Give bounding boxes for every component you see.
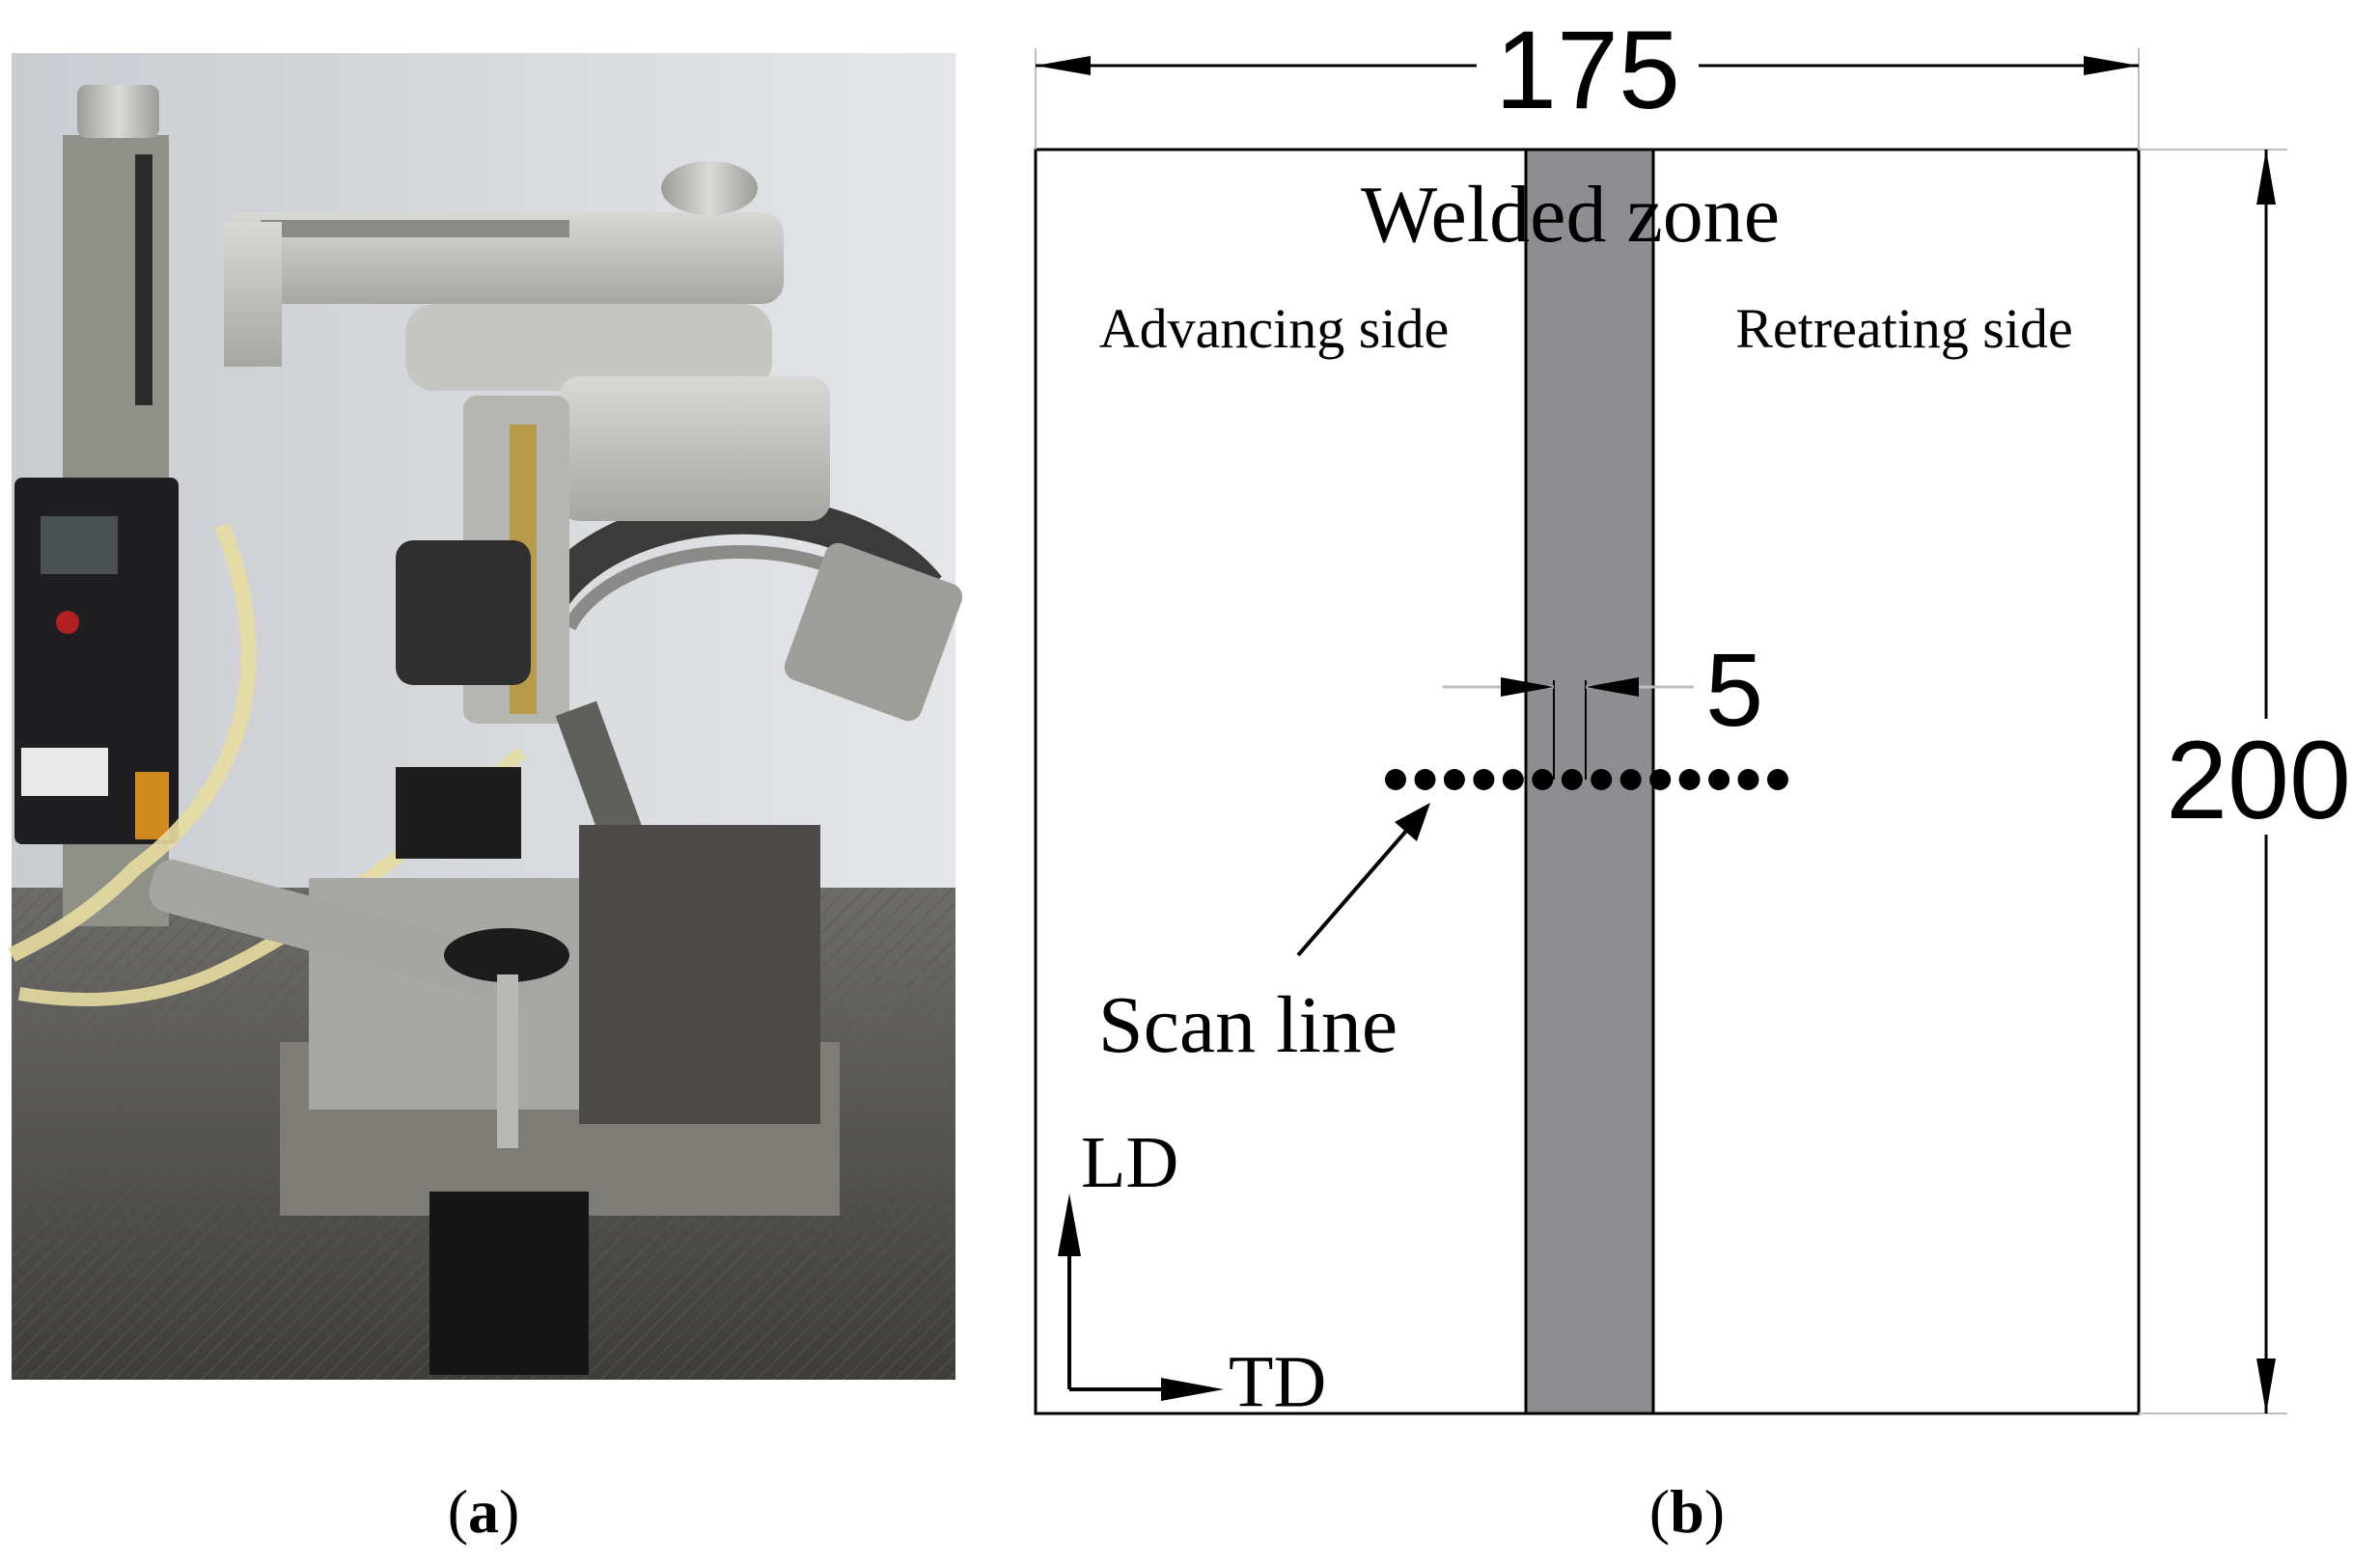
control-label-sticker xyxy=(21,748,108,796)
panel-b-schematic: 175 200 Welded zone Advancing side Retre… xyxy=(1034,9,2351,1422)
steel-block xyxy=(579,825,820,1124)
head-bracket xyxy=(396,540,531,685)
arm-top-knob xyxy=(661,161,758,215)
scan-point xyxy=(1561,769,1583,790)
caption-a: (a) xyxy=(448,1477,520,1546)
scan-point xyxy=(1414,769,1436,790)
scan-line-pointer xyxy=(1296,820,1416,957)
scan-point xyxy=(1385,769,1406,790)
scan-point xyxy=(1619,769,1642,790)
control-display xyxy=(41,516,118,574)
scan-point xyxy=(1532,769,1554,790)
height-dimension-label: 200 xyxy=(2166,719,2351,842)
caption-b: (b) xyxy=(1649,1477,1725,1546)
td-axis-arrow xyxy=(1161,1378,1224,1401)
second-arm xyxy=(405,304,772,391)
column-top-knob xyxy=(77,85,159,138)
welded-zone-label: Welded zone xyxy=(1361,170,1780,260)
control-logo xyxy=(56,611,79,634)
scan-point xyxy=(1708,769,1730,790)
clamp-arm xyxy=(149,860,546,1007)
welding-head-body xyxy=(560,376,830,521)
advancing-side-label: Advancing side xyxy=(1099,297,1449,360)
panel-a-photo xyxy=(8,53,963,1380)
td-label: TD xyxy=(1229,1341,1326,1422)
scan-point xyxy=(1678,769,1701,790)
hose-1 xyxy=(8,523,257,963)
height-arrow-bottom xyxy=(2256,1358,2276,1413)
spacing-arrow-left xyxy=(1501,677,1554,697)
scan-line-pointer-head xyxy=(1395,803,1430,841)
scan-line-label: Scan line xyxy=(1098,980,1398,1070)
clamp-knob xyxy=(444,928,569,982)
scan-point xyxy=(1649,769,1672,790)
control-tape xyxy=(135,772,169,839)
spacing-arrow-right xyxy=(1586,677,1639,697)
side-motor xyxy=(784,542,963,722)
scan-point xyxy=(1737,769,1759,790)
width-dimension-label: 175 xyxy=(1495,9,1680,132)
width-arrow-right xyxy=(2084,56,2139,75)
plate-outline xyxy=(1034,148,2141,1415)
clamp-screw xyxy=(497,974,518,1148)
height-arrow-top xyxy=(2256,150,2276,205)
spacing-dimension-label: 5 xyxy=(1705,631,1763,748)
scan-point xyxy=(1502,769,1524,790)
column-scale xyxy=(135,154,152,405)
scan-point xyxy=(1767,769,1788,790)
scan-point xyxy=(1443,769,1465,790)
torch-body xyxy=(555,700,647,853)
width-arrow-left xyxy=(1036,56,1091,75)
scan-point xyxy=(1591,769,1613,790)
scan-point xyxy=(1473,769,1495,790)
ld-label: LD xyxy=(1081,1122,1178,1203)
upper-arm-slots xyxy=(261,220,569,237)
scan-line-points xyxy=(1385,769,1788,790)
left-clamp-base xyxy=(396,767,521,859)
ld-axis-arrow xyxy=(1058,1194,1081,1256)
retreating-side-label: Retreating side xyxy=(1735,297,2073,360)
upper-arm-vertical xyxy=(224,222,282,367)
clamp-base xyxy=(429,1192,589,1375)
